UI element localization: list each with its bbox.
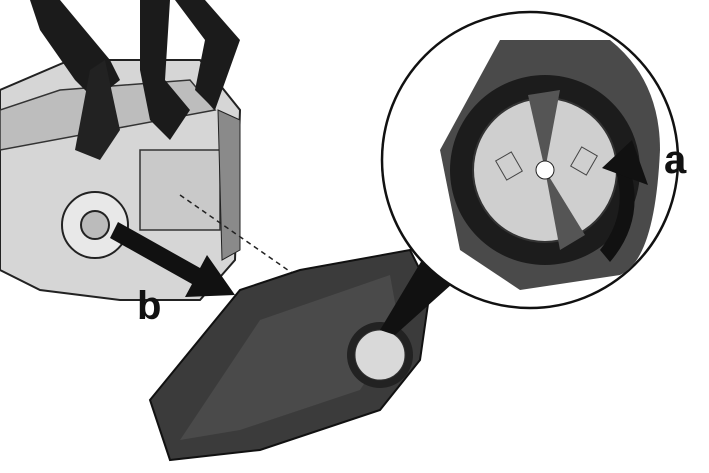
label-a: a: [664, 138, 687, 182]
arrow-a-rotation: [600, 140, 648, 262]
arrow-b: [110, 222, 235, 297]
magnified-knob-view: [380, 10, 680, 310]
front-handle: [30, 0, 240, 160]
chain-sprocket-cover: [148, 248, 432, 462]
label-b: b: [137, 284, 162, 328]
